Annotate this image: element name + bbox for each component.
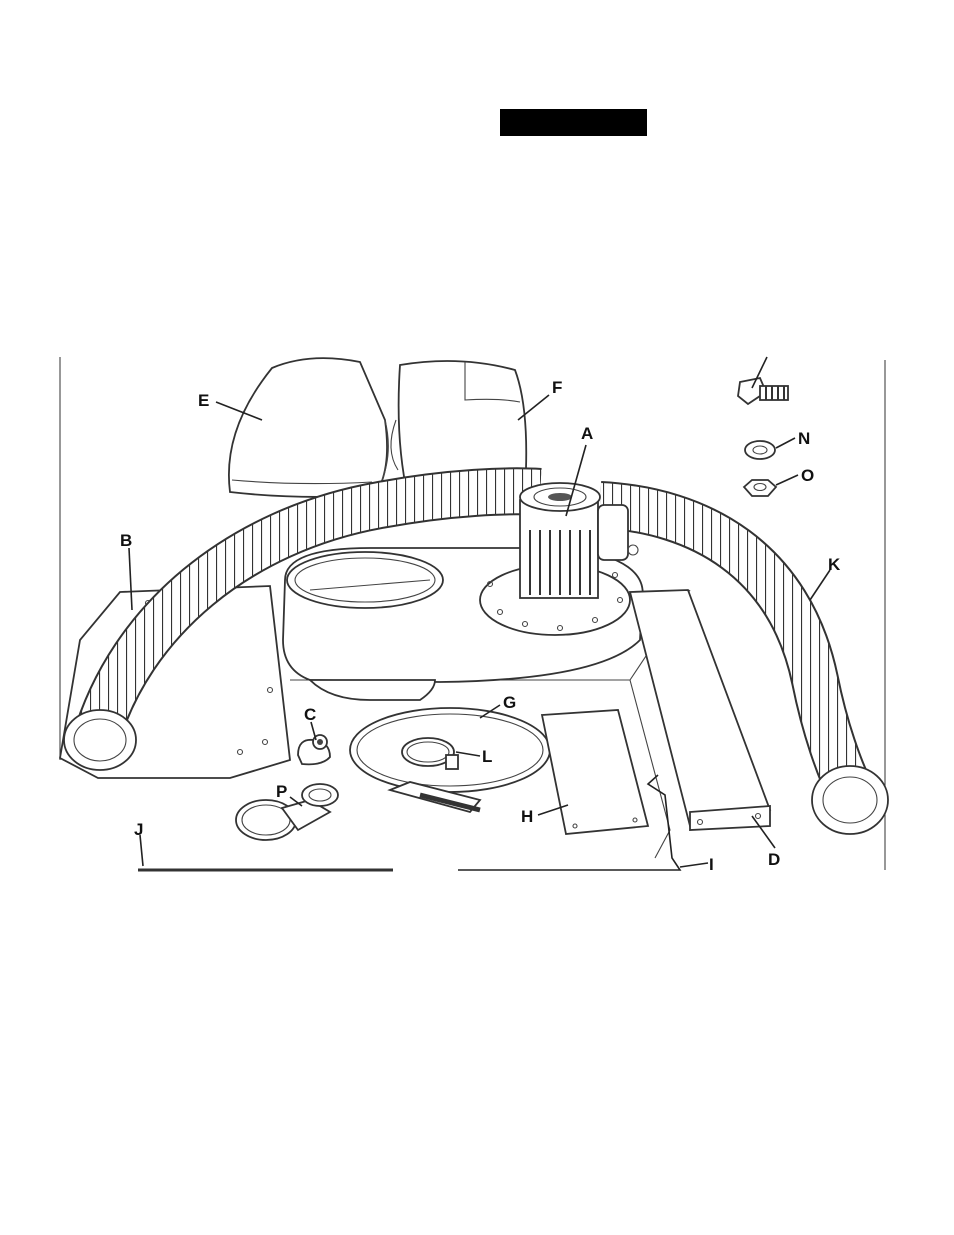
leader-o	[776, 475, 798, 485]
label-d: D	[768, 850, 780, 869]
label-j: J	[134, 820, 143, 839]
label-n: N	[798, 429, 810, 448]
label-l: L	[482, 747, 492, 766]
leader-j	[140, 835, 143, 866]
leader-n	[776, 438, 795, 448]
label-p: P	[276, 782, 287, 801]
label-h: H	[521, 807, 533, 826]
label-c: C	[304, 705, 316, 724]
washer-part-n	[745, 441, 775, 459]
channel-bar-part-d	[630, 590, 770, 830]
label-e: E	[198, 391, 209, 410]
label-g: G	[503, 693, 516, 712]
plate-part-h	[542, 710, 648, 834]
caster-part-c	[298, 735, 330, 764]
label-k: K	[828, 555, 841, 574]
leader-i	[680, 863, 708, 867]
label-a: A	[581, 424, 593, 443]
collection-bag-part-e	[229, 358, 388, 497]
nut-part-o	[744, 480, 776, 496]
leader-c	[311, 722, 316, 740]
leader-k	[810, 570, 830, 600]
label-o: O	[801, 466, 814, 485]
label-f: F	[552, 378, 562, 397]
label-b: B	[120, 531, 132, 550]
hex-bolt	[738, 378, 788, 404]
label-i: I	[709, 855, 714, 874]
